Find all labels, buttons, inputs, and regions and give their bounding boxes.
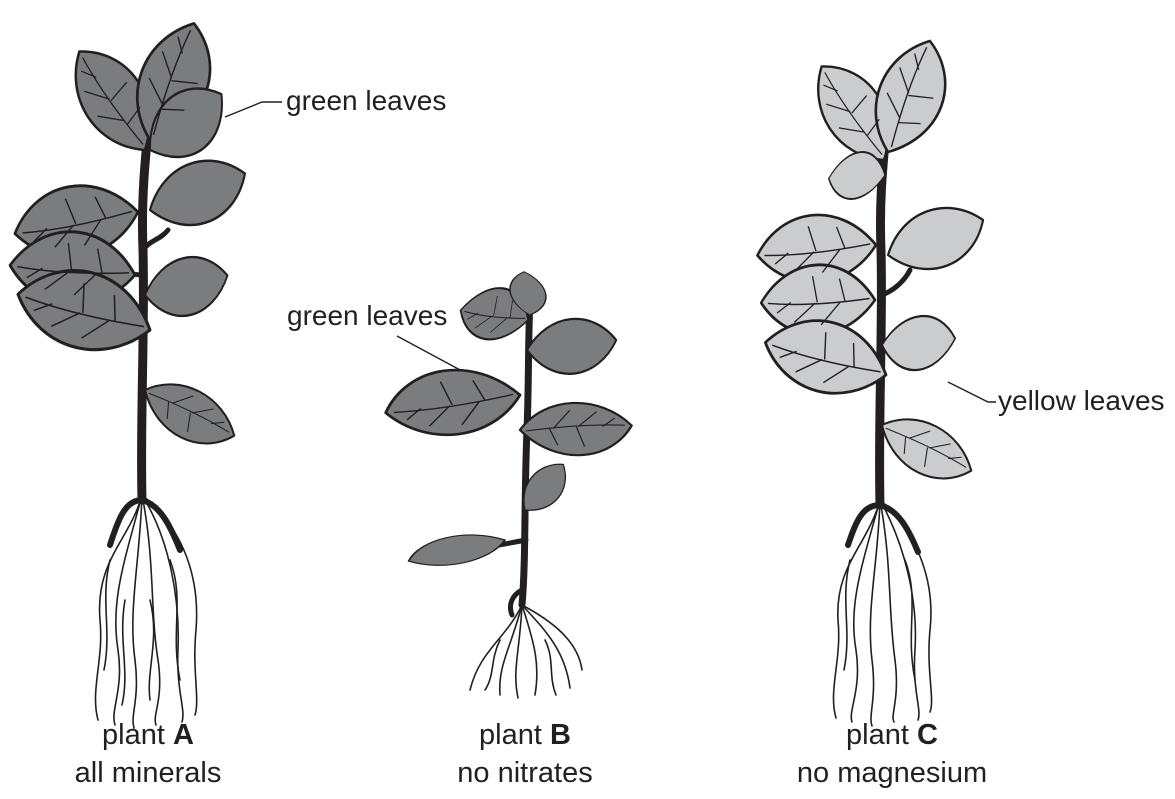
plant-a-leaves [3, 13, 249, 464]
plant-c-leaf-label: yellow leaves [998, 385, 1165, 416]
plant-b-leaf-label: green leaves [287, 300, 447, 331]
plant-a-title-prefix: plant [102, 719, 165, 751]
plant-c-title-prefix: plant [846, 719, 909, 751]
leader-line-b [397, 336, 462, 371]
plant-a-roots [95, 495, 196, 728]
plant-b-condition: no nitrates [457, 757, 592, 789]
plant-b-drawing [384, 269, 634, 698]
plant-a-letter: A [173, 719, 194, 751]
plant-b-letter: B [550, 719, 571, 751]
plant-a-condition: all minerals [75, 757, 222, 789]
plant-c-condition: no magnesium [797, 757, 987, 789]
plant-a-leaf-label: green leaves [286, 85, 446, 116]
plant-c-roots [833, 500, 931, 726]
plant-a-title: plant A [102, 719, 194, 751]
plant-c-leaves [754, 31, 987, 499]
plant-b-title: plant B [479, 719, 571, 751]
plant-a-drawing [3, 13, 249, 728]
plant-c-drawing [754, 31, 987, 726]
leader-line-a [225, 102, 282, 117]
plant-c-letter: C [917, 719, 938, 751]
plant-c-title: plant C [846, 719, 938, 751]
plant-b-title-prefix: plant [479, 719, 542, 751]
plant-b-roots [470, 605, 582, 698]
leader-line-c [948, 382, 996, 402]
